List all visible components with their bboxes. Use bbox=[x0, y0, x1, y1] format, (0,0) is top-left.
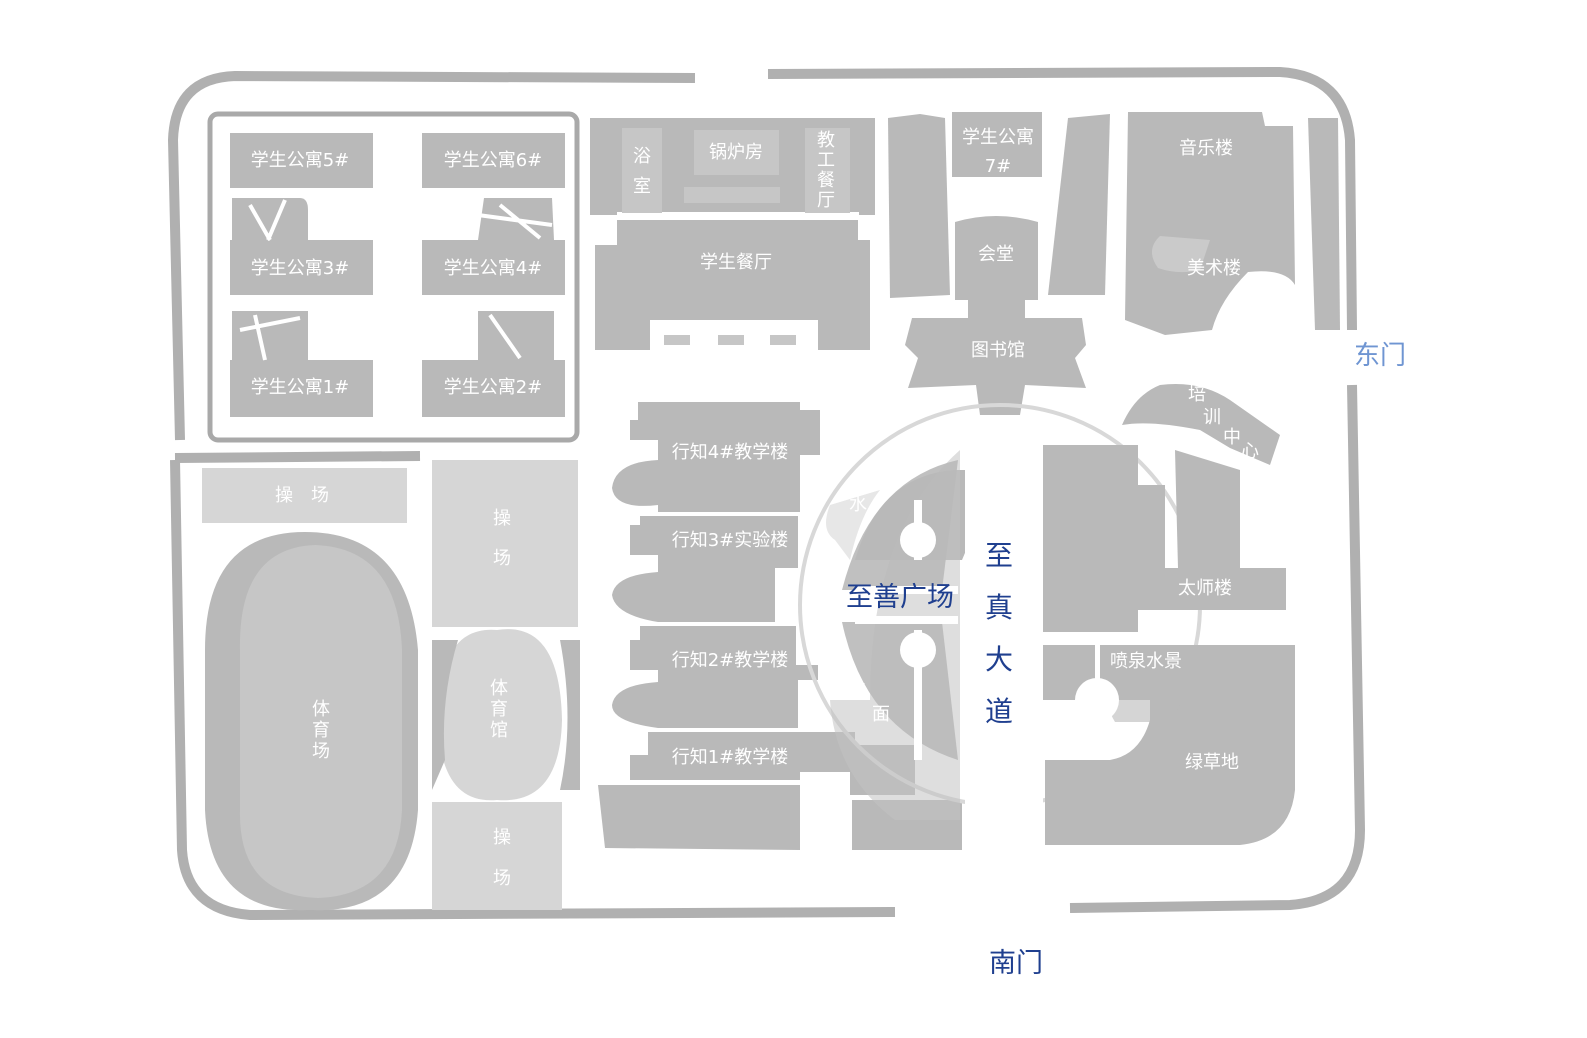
gates: 东门 南门 bbox=[989, 341, 1406, 979]
label-boiler: 锅炉房 bbox=[709, 142, 763, 163]
north-buildings bbox=[590, 112, 1340, 415]
label-gym-3: 馆 bbox=[490, 720, 508, 741]
label-dorm6: 学生公寓6# bbox=[444, 150, 543, 171]
label-dorm4: 学生公寓4# bbox=[444, 258, 543, 279]
label-staff-canteen-2: 工 bbox=[817, 150, 835, 171]
label-dorm1: 学生公寓1# bbox=[251, 377, 350, 398]
label-field-mid-1: 操 bbox=[493, 508, 511, 529]
label-lawn: 绿草地 bbox=[1185, 752, 1239, 773]
label-dorm5: 学生公寓5# bbox=[251, 150, 350, 171]
label-gym-1: 体 bbox=[490, 678, 508, 699]
label-gym-2: 育 bbox=[490, 699, 508, 720]
label-water-b2: 面 bbox=[872, 704, 890, 725]
label-field-top: 操 场 bbox=[275, 485, 329, 506]
label-dorm3: 学生公寓3# bbox=[251, 258, 350, 279]
label-dorm2: 学生公寓2# bbox=[444, 377, 543, 398]
label-staff-canteen-3: 餐 bbox=[817, 170, 835, 191]
label-field-bot-2: 场 bbox=[493, 868, 511, 889]
label-water-a2: 水 bbox=[849, 494, 867, 515]
label-master: 太师楼 bbox=[1178, 578, 1232, 599]
label-bath-1: 浴 bbox=[633, 146, 651, 167]
label-plaza: 至善广场 bbox=[846, 582, 954, 613]
label-training-4: 心 bbox=[1241, 441, 1259, 462]
label-fountain: 喷泉水景 bbox=[1110, 651, 1182, 672]
label-field-mid-2: 场 bbox=[493, 548, 511, 569]
label-music: 音乐楼 bbox=[1179, 138, 1233, 159]
label-teach4: 行知4#教学楼 bbox=[672, 442, 789, 463]
label-staff-canteen-4: 厅 bbox=[817, 190, 835, 211]
dorm-compound bbox=[207, 111, 580, 443]
label-avenue-4: 道 bbox=[985, 695, 1013, 728]
label-avenue-1: 至 bbox=[985, 539, 1013, 572]
building-labels: 学生公寓5# 学生公寓6# 学生公寓3# 学生公寓4# 学生公寓1# 学生公寓2… bbox=[251, 127, 1259, 889]
highlight-labels: 至善广场 至 真 大 道 bbox=[846, 539, 1013, 728]
label-water-b1: 水 bbox=[849, 679, 867, 700]
central-plaza bbox=[798, 384, 1295, 845]
label-stadium-2: 育 bbox=[312, 720, 330, 741]
label-field-bot-1: 操 bbox=[493, 827, 511, 848]
label-water-a1: 面 bbox=[874, 469, 892, 490]
label-training-3: 中 bbox=[1223, 427, 1241, 448]
sports-area bbox=[174, 451, 580, 911]
campus-wall bbox=[167, 66, 1366, 921]
label-south-gate[interactable]: 南门 bbox=[989, 948, 1043, 979]
label-avenue-2: 真 bbox=[985, 591, 1013, 624]
label-lab3: 行知3#实验楼 bbox=[672, 530, 789, 551]
label-dorm7-line2: 7# bbox=[985, 156, 1012, 177]
label-stadium-1: 体 bbox=[312, 699, 330, 720]
label-stadium-3: 场 bbox=[312, 741, 330, 762]
label-training-2: 训 bbox=[1203, 407, 1221, 428]
label-teach2: 行知2#教学楼 bbox=[672, 650, 789, 671]
label-art: 美术楼 bbox=[1187, 258, 1241, 279]
label-staff-canteen-1: 教 bbox=[817, 130, 835, 151]
label-bath-2: 室 bbox=[633, 176, 651, 197]
label-dorm7-line1: 学生公寓 bbox=[962, 127, 1034, 148]
label-student-canteen: 学生餐厅 bbox=[700, 252, 772, 273]
label-teach1: 行知1#教学楼 bbox=[672, 747, 789, 768]
label-east-gate[interactable]: 东门 bbox=[1354, 341, 1406, 371]
zhizhen-avenue bbox=[940, 420, 1070, 910]
label-library: 图书馆 bbox=[971, 340, 1025, 361]
label-training-1: 培 bbox=[1188, 384, 1206, 405]
label-avenue-3: 大 bbox=[985, 643, 1013, 676]
label-hall: 会堂 bbox=[978, 244, 1014, 265]
